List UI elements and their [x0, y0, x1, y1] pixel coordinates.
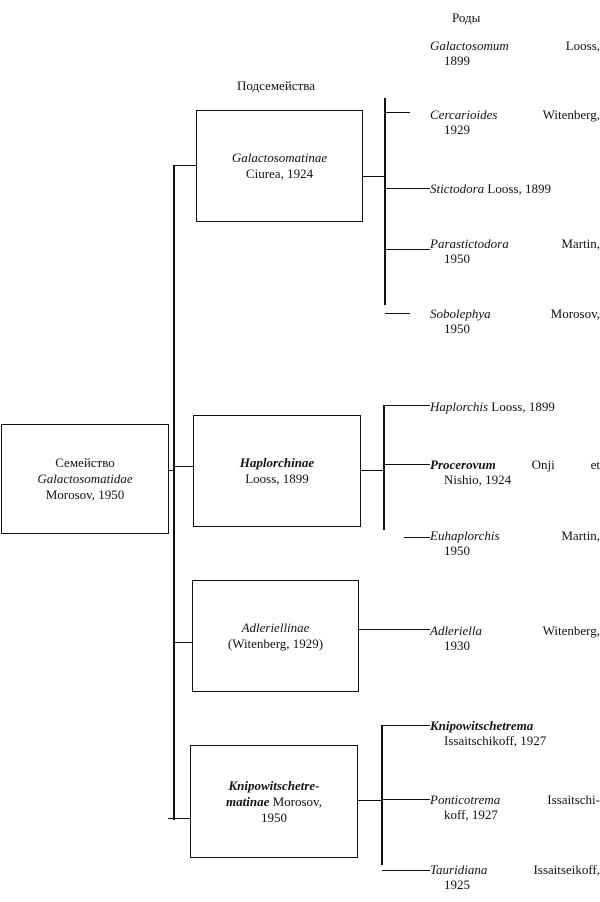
- family-name: Galactosomatidae: [37, 471, 133, 486]
- connector: [382, 725, 430, 727]
- subfamily-author: Looss, 1899: [245, 471, 309, 486]
- subfamily-name: Galactosomatinae: [231, 150, 328, 165]
- genus-bracket: [383, 405, 385, 530]
- connector: [169, 470, 174, 472]
- genus-item: Cercarioides Witenberg,1929: [430, 107, 600, 137]
- connector: [359, 629, 430, 631]
- connector: [385, 313, 410, 315]
- trunk-line: [173, 165, 175, 820]
- connector: [168, 818, 190, 820]
- subfamily-name-cont: matinae: [226, 793, 270, 809]
- subfamily-box: Haplorchinae Looss, 1899: [193, 415, 361, 527]
- genus-item: Euhaplorchis Martin,1950: [430, 528, 600, 558]
- genus-item: Ponticotrema Issaitschi-koff, 1927: [430, 792, 600, 822]
- connector: [363, 176, 385, 178]
- connector: [173, 165, 196, 167]
- subfamily-name: Haplorchinae: [239, 455, 315, 470]
- connector: [382, 799, 430, 801]
- connector: [385, 188, 430, 190]
- genus-item: Sobolephya Morosov,1950: [430, 306, 600, 336]
- genus-item: Parastictodora Martin,1950: [430, 236, 600, 266]
- connector: [382, 870, 430, 872]
- genus-bracket: [381, 725, 383, 865]
- connector: [385, 112, 410, 114]
- connector: [385, 249, 430, 251]
- subfamily-year: 1950: [261, 809, 287, 825]
- genus-item: Galactosomum Looss,1899: [430, 38, 600, 68]
- family-box: Семейство Galactosomatidae Morosov, 1950: [1, 424, 169, 534]
- connector: [173, 642, 192, 644]
- family-label: Семейство: [55, 455, 115, 470]
- subfamily-author: (Witenberg, 1929): [227, 636, 324, 651]
- connector: [384, 405, 430, 407]
- genera-header: Роды: [452, 10, 481, 25]
- connector: [358, 800, 382, 802]
- subfamilies-header: Подсемейства: [237, 78, 315, 93]
- genus-item: Tauridiana Issaitseikoff,1925: [430, 862, 600, 892]
- genus-item: Stictodora Looss, 1899: [430, 181, 551, 196]
- connector: [404, 537, 430, 539]
- connector: [173, 466, 193, 468]
- subfamily-box: Galactosomatinae Ciurea, 1924: [196, 110, 363, 222]
- subfamily-box: Knipowitschetre- matinae Morosov, 1950: [190, 745, 358, 858]
- subfamily-box: Adleriellinae (Witenberg, 1929): [192, 580, 359, 692]
- genus-item: Haplorchis Looss, 1899: [430, 399, 555, 414]
- family-author: Morosov, 1950: [45, 487, 125, 502]
- subfamily-author: Ciurea, 1924: [245, 166, 314, 181]
- genus-bracket: [384, 98, 386, 305]
- genus-item: Adleriella Witenberg,1930: [430, 623, 600, 653]
- subfamily-author: Morosov,: [272, 793, 322, 809]
- connector: [384, 464, 430, 466]
- subfamily-name: Knipowitschetre-: [228, 777, 320, 793]
- subfamily-name: Adleriellinae: [241, 620, 310, 635]
- connector: [361, 470, 383, 472]
